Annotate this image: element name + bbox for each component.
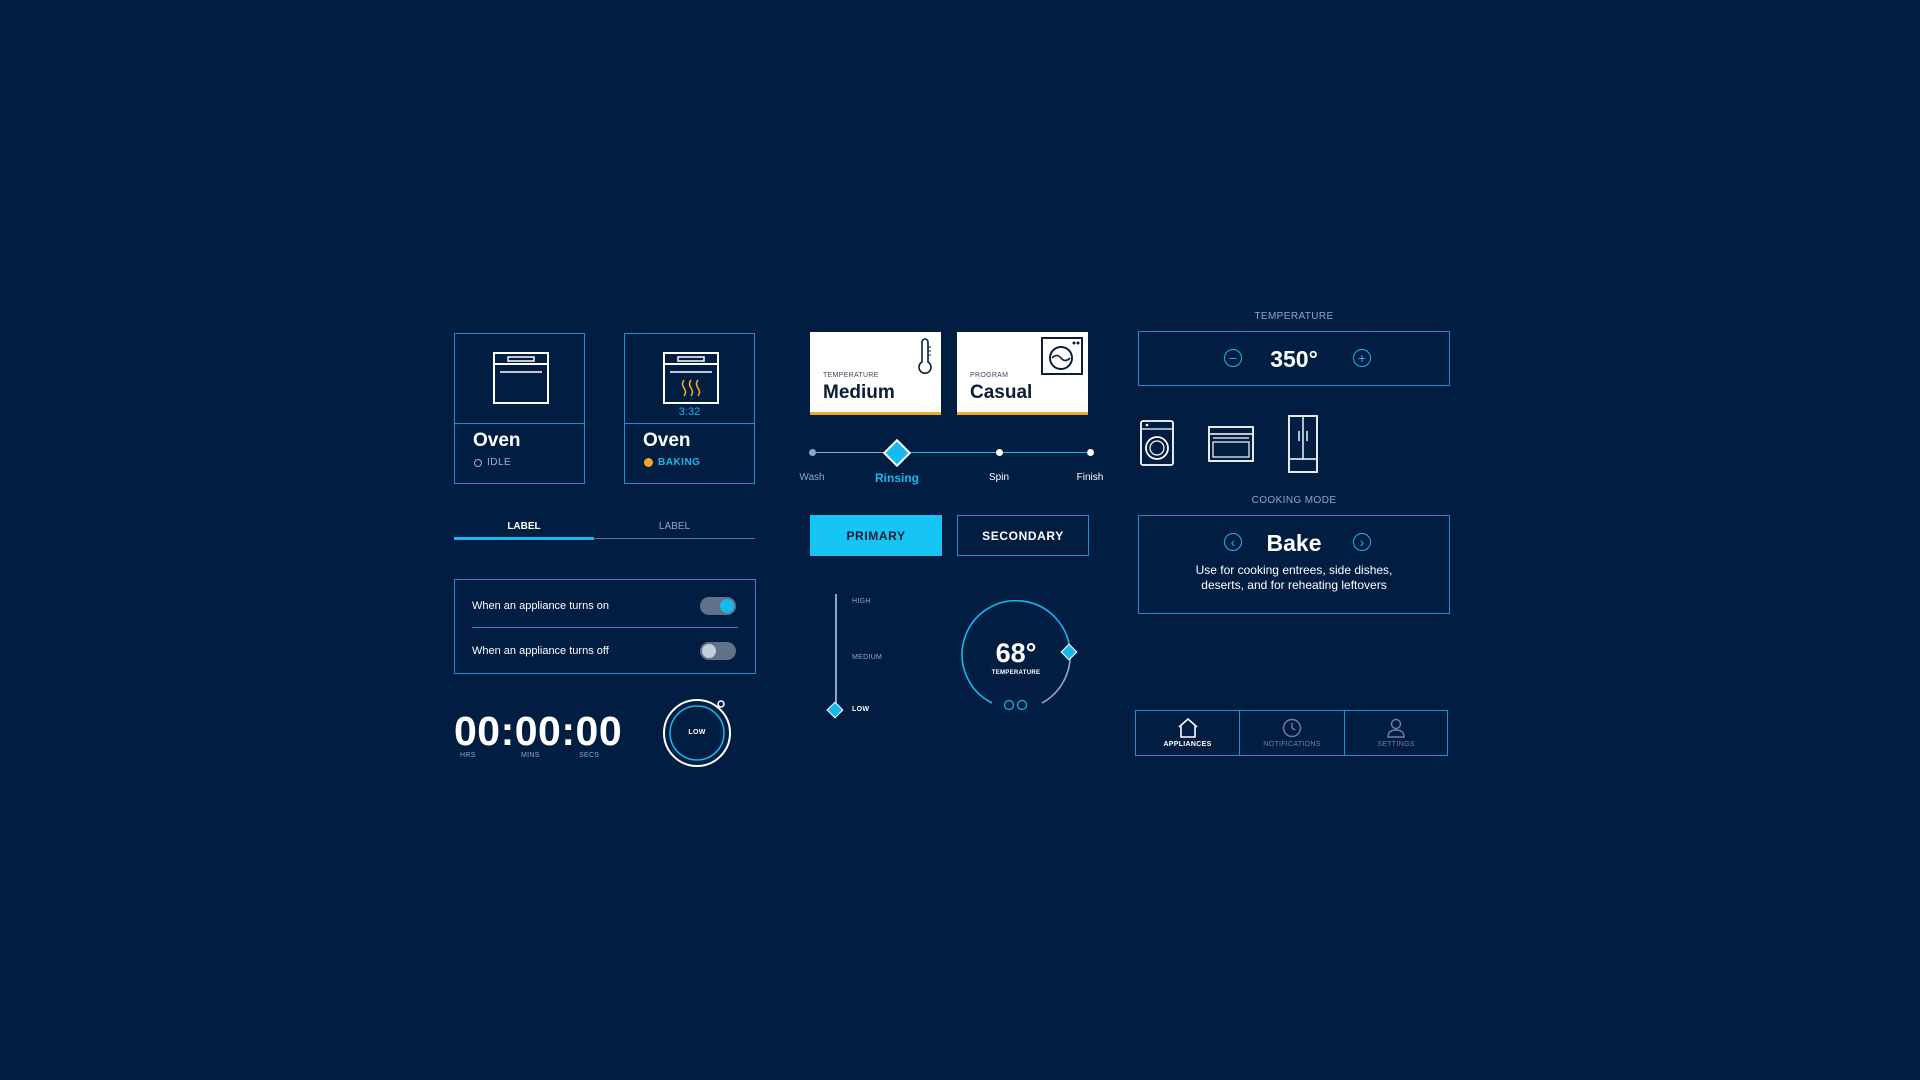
step-dot-finish[interactable]	[1087, 449, 1094, 456]
nav-tab-label: APPLIANCES	[1163, 741, 1212, 748]
slider-track	[835, 594, 837, 710]
countdown-timer: 00:00:00	[454, 708, 623, 754]
washer-icon[interactable]	[1140, 420, 1174, 466]
oven-status-text: IDLE	[487, 457, 512, 468]
nav-tab-label: SETTINGS	[1377, 741, 1415, 748]
slider-level-low: LOW	[852, 706, 870, 713]
toggle-appliance-off[interactable]	[700, 642, 736, 660]
oven-status-text: BAKING	[658, 457, 701, 468]
cooking-mode-description: Use for cooking entrees, side dishes, de…	[1195, 563, 1393, 592]
tab-label-1[interactable]: LABEL	[507, 521, 541, 532]
oven-card-title: Oven	[473, 430, 521, 451]
refrigerator-icon[interactable]	[1288, 415, 1318, 473]
temperature-value: 350°	[1270, 346, 1318, 372]
step-current-marker-icon[interactable]	[882, 438, 912, 468]
tab-label-2[interactable]: LABEL	[658, 521, 691, 532]
next-mode-button[interactable]: ›	[1353, 533, 1371, 551]
dial-temperature-value: 68°	[995, 638, 1037, 668]
tile-value: Medium	[823, 382, 895, 403]
timer-secs-label: SECS	[579, 752, 600, 759]
step-label-rinsing: Rinsing	[875, 471, 919, 485]
secondary-button[interactable]: SECONDARY	[957, 515, 1089, 556]
tab-active-indicator	[454, 537, 594, 540]
tab-track	[454, 538, 755, 539]
temperature-tile[interactable]: TEMPERATURE Medium	[810, 332, 941, 415]
slider-level-medium: MEDIUM	[852, 654, 883, 661]
step-dot-wash[interactable]	[809, 449, 816, 456]
program-tile[interactable]: PROGRAM Casual	[957, 332, 1088, 415]
previous-mode-button[interactable]: ‹	[1224, 533, 1242, 551]
notification-label-off: When an appliance turns off	[472, 645, 609, 657]
oven-baking-icon	[663, 352, 719, 404]
toggle-knob	[720, 599, 734, 613]
decrease-temperature-button[interactable]: −	[1224, 349, 1242, 367]
increase-temperature-button[interactable]: +	[1353, 349, 1371, 367]
level-dial[interactable]: LOW	[661, 697, 733, 769]
cooking-mode-selector: ‹ Bake › Use for cooking entrees, side d…	[1138, 515, 1450, 614]
slider-handle-icon[interactable]	[826, 701, 844, 719]
notification-divider	[472, 627, 738, 628]
dial-ring-icon	[663, 699, 731, 767]
step-label-wash: Wash	[799, 472, 825, 483]
nav-tab-settings[interactable]: SETTINGS	[1345, 711, 1447, 755]
temperature-dial[interactable]: 68° TEMPERATURE	[956, 598, 1078, 718]
cooking-mode-section-label: COOKING MODE	[1251, 495, 1337, 506]
step-dot-spin[interactable]	[996, 449, 1003, 456]
tile-kicker: PROGRAM	[970, 372, 1009, 379]
oven-card-idle[interactable]: Oven IDLE	[454, 333, 585, 484]
oven-card-icon-area: 3:32	[625, 334, 754, 424]
oven-icon	[493, 352, 549, 404]
oven-timer: 3:32	[678, 406, 701, 418]
vertical-level-slider[interactable]: HIGH MEDIUM LOW	[825, 590, 925, 720]
tile-kicker: TEMPERATURE	[823, 372, 879, 379]
stepper-track-done	[812, 452, 894, 453]
tile-value: Casual	[970, 382, 1033, 403]
step-label-spin: Spin	[988, 472, 1009, 483]
toggle-knob	[702, 644, 716, 658]
oven-card-status: BAKING	[644, 457, 700, 468]
primary-button[interactable]: PRIMARY	[810, 515, 942, 556]
home-icon	[1177, 718, 1198, 738]
oven-card-title: Oven	[643, 430, 691, 451]
timer-mins-label: MINS	[521, 752, 540, 759]
toggle-appliance-on[interactable]	[700, 597, 736, 615]
cycle-stepper: Wash Rinsing Spin Finish	[790, 430, 1103, 490]
dial-pager-dots-icon	[1003, 699, 1028, 711]
status-dot-icon	[474, 458, 482, 467]
dial-temperature-label: TEMPERATURE	[991, 670, 1041, 676]
nav-tab-appliances[interactable]: APPLIANCES	[1136, 711, 1240, 755]
nav-tab-notifications[interactable]: NOTIFICATIONS	[1240, 711, 1345, 755]
washer-icon	[1041, 337, 1083, 375]
cooking-mode-name: Bake	[1266, 530, 1322, 556]
timer-hrs-label: HRS	[460, 752, 476, 759]
oven-icon[interactable]	[1208, 426, 1254, 462]
step-label-finish: Finish	[1076, 472, 1104, 483]
clock-icon	[1282, 718, 1302, 738]
oven-card-status: IDLE	[474, 457, 511, 468]
temperature-section-label: TEMPERATURE	[1254, 311, 1334, 322]
dial-level-label: LOW	[688, 729, 706, 736]
thermometer-icon	[918, 338, 932, 374]
oven-card-baking[interactable]: 3:32 Oven BAKING	[624, 333, 755, 484]
oven-card-icon-area	[455, 334, 584, 424]
status-dot-icon	[644, 458, 653, 467]
nav-tab-label: NOTIFICATIONS	[1263, 741, 1321, 748]
temperature-stepper: − 350° +	[1138, 331, 1450, 386]
appliance-icon-row	[1138, 414, 1338, 474]
notification-label-on: When an appliance turns on	[472, 600, 609, 612]
stepper-track-upcoming	[894, 452, 1090, 453]
notification-settings-card: When an appliance turns on When an appli…	[454, 579, 756, 674]
user-icon	[1387, 718, 1405, 738]
slider-level-high: HIGH	[852, 598, 871, 605]
bottom-navigation: APPLIANCES NOTIFICATIONS SETTINGS	[1135, 710, 1448, 756]
tab-bar: LABEL LABEL	[454, 518, 755, 540]
